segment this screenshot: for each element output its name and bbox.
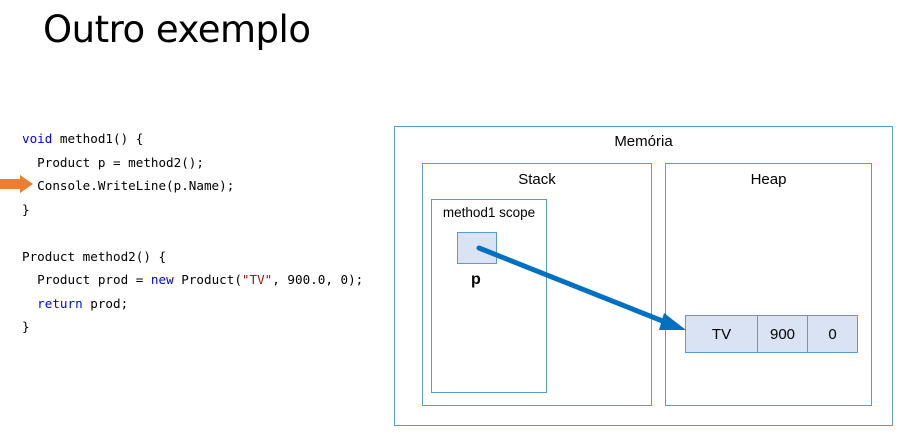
slide-title: Outro exemplo xyxy=(43,8,311,51)
heap-box: Heap xyxy=(665,163,872,406)
object-field-name: TV xyxy=(685,315,758,353)
memory-label: Memória xyxy=(614,133,673,150)
code-line: void method1() { xyxy=(22,131,144,146)
reference-arrow-shaft xyxy=(476,245,673,327)
stack-label: Stack xyxy=(518,171,556,188)
method1-scope-box: method1 scope xyxy=(431,199,547,393)
object-field-quantity: 0 xyxy=(807,315,858,353)
code-line: Product p = method2(); xyxy=(22,154,204,170)
code-line-current: Console.WriteLine(p.Name); xyxy=(22,178,235,193)
object-field-price: 900 xyxy=(757,315,808,353)
heap-label: Heap xyxy=(750,171,787,188)
code-line: return prod; xyxy=(22,295,129,311)
code-line: Product method2() { xyxy=(22,248,167,264)
code-listing: void method1() { Product p = method2(); … xyxy=(22,127,363,339)
variable-p-label: p xyxy=(471,271,481,288)
code-line: } xyxy=(22,319,30,334)
code-line: Product prod = new Product("TV", 900.0, … xyxy=(22,272,364,287)
current-line-arrow-icon xyxy=(0,175,33,193)
reference-arrowhead xyxy=(659,313,686,330)
code-line: } xyxy=(22,201,30,217)
scope-label: method1 scope xyxy=(442,205,536,220)
